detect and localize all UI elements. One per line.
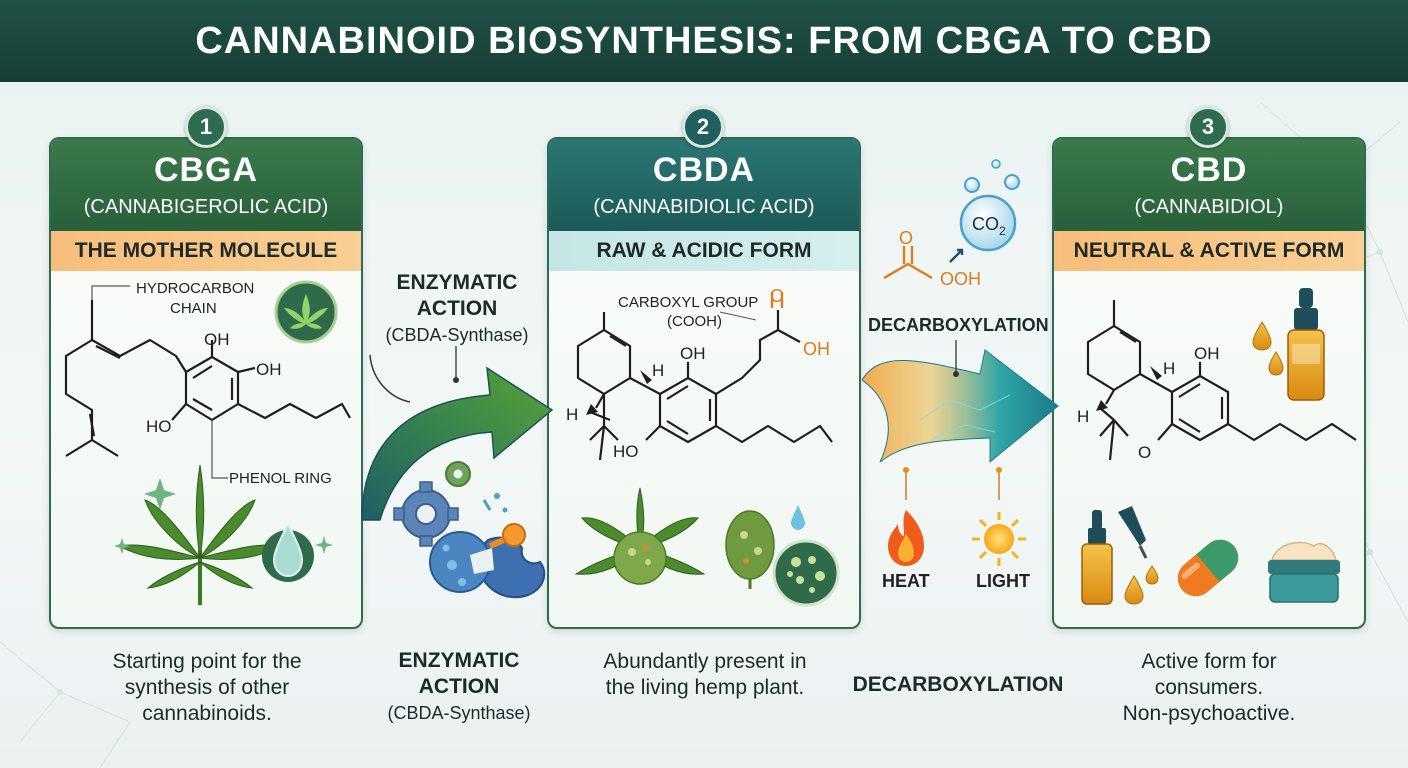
cbga-caption-line2: synthesis of other <box>124 676 290 699</box>
cbda-caption-line2: the living hemp plant. <box>605 676 805 699</box>
acid-fragment-ooh: OOH <box>940 269 981 289</box>
step-1-badge: 1 <box>185 106 227 148</box>
acid-fragment-o: O <box>899 228 913 248</box>
flame-icon <box>888 510 924 566</box>
enzymatic-connector-line <box>369 354 411 403</box>
cbga-group-oh-right: OH <box>256 360 282 379</box>
enzymatic-action-label-top: ENZYMATIC ACTION (CBDA-Synthase) <box>380 270 534 348</box>
cbda-group-ho: HO <box>613 442 639 461</box>
trichome-closeup-icon <box>772 539 840 607</box>
cbga-caption: Starting point for the synthesis of othe… <box>62 649 352 727</box>
cbga-annotation-chain: CHAIN <box>170 300 217 317</box>
cbd-group-oh: OH <box>1194 344 1220 363</box>
decarboxylation-label-top: DECARBOXYLATION <box>868 315 1049 335</box>
gear-icon <box>393 461 471 547</box>
cbga-group-ho: HO <box>146 417 172 436</box>
cbd-full-name: (CANNABIDIOL) <box>1134 196 1284 218</box>
decarboxylation-arrow <box>861 349 1059 464</box>
dropper-bottle-icon <box>1081 510 1113 605</box>
sparkle-icon <box>114 478 333 554</box>
cbga-annotation-phenol-ring: PHENOL RING <box>229 470 332 487</box>
cbda-caption: Abundantly present in the living hemp pl… <box>560 649 850 701</box>
cannabis-leaf-icon <box>274 280 338 344</box>
title-bar: CANNABINOID BIOSYNTHESIS: FROM CBGA TO C… <box>0 0 1408 82</box>
enzymatic-action-label-bottom: ENZYMATIC ACTION (CBDA-Synthase) <box>374 648 544 726</box>
cbda-carboxyl-pointer <box>719 311 757 321</box>
step-2-badge: 2 <box>682 106 724 148</box>
cbda-card-header: CBDA (CANNABIDIOLIC ACID) <box>549 139 859 231</box>
page-title: CANNABINOID BIOSYNTHESIS: FROM CBGA TO C… <box>195 19 1213 62</box>
enzymatic-action-sub-top: (CBDA-Synthase) <box>385 325 529 345</box>
cbda-tagline: RAW & ACIDIC FORM <box>549 231 859 271</box>
heat-label: HEAT <box>882 571 930 591</box>
cbda-wedge-bond-2 <box>586 404 598 415</box>
cbd-wedge-bond-2 <box>1096 400 1108 411</box>
cbga-group-oh-top: OH <box>204 330 230 349</box>
cbga-full-name: (CANNABIGEROLIC ACID) <box>83 196 329 218</box>
cbga-molecule-structure <box>64 300 351 457</box>
cbga-annotation-hydrocarbon: HYDROCARBON <box>136 280 254 297</box>
sun-icon <box>972 512 1026 566</box>
cbd-caption-line2: consumers. <box>1154 676 1264 699</box>
cbd-group-h-upper: H <box>1163 359 1175 378</box>
enzymatic-arrow <box>361 366 554 521</box>
resin-droplet-icon <box>262 521 314 582</box>
cbd-group-h-lower: H <box>1077 407 1089 426</box>
cbga-caption-line3: cannabinoids. <box>142 702 272 725</box>
cbda-group-carboxyl-o: O <box>770 286 784 306</box>
water-drop-icon <box>791 505 805 530</box>
oil-drop-icon <box>1124 565 1159 605</box>
cbda-full-name: (CANNABIDIOLIC ACID) <box>593 196 815 218</box>
capsule-icon <box>1177 539 1239 597</box>
cream-jar-icon <box>1268 541 1340 603</box>
cbd-card-header: CBD (CANNABIDIOL) <box>1054 139 1364 231</box>
cbda-wedge-bond <box>640 370 652 384</box>
cbda-group-h-upper: H <box>652 361 664 380</box>
bud-icon <box>574 487 706 585</box>
co2-label: CO2 <box>972 214 1006 238</box>
cbga-name: CBGA <box>153 151 259 189</box>
cbda-molecule-structure <box>576 310 833 461</box>
bud-icon <box>725 510 775 589</box>
cbda-carboxyl-bonds <box>770 292 784 308</box>
cbd-molecule-structure <box>1086 300 1357 461</box>
enzymatic-action-sub-bottom: (CBDA-Synthase) <box>387 703 531 723</box>
cbda-group-oh: OH <box>680 344 706 363</box>
cbda-group-carboxyl-oh: OH <box>803 339 830 359</box>
enzymatic-action-line2: ACTION <box>416 297 498 320</box>
co2-bubble-icon <box>959 159 1020 252</box>
cbga-caption-line1: Starting point for the <box>112 650 302 673</box>
cbd-caption: Active form for consumers. Non-psychoact… <box>1064 649 1354 727</box>
cbga-card-header: CBGA (CANNABIGEROLIC ACID) <box>51 139 361 231</box>
cbda-annotation-carboxyl: CARBOXYL GROUP <box>618 294 758 311</box>
cbd-group-o: O <box>1138 443 1151 462</box>
decarboxylation-label-bottom: DECARBOXYLATION <box>852 673 1064 696</box>
cbda-name: CBDA <box>652 151 756 189</box>
factor-connectors <box>905 470 1000 500</box>
cbda-annotation-cooh: (COOH) <box>667 313 722 330</box>
cbda-caption-line1: Abundantly present in <box>603 650 807 673</box>
cbd-caption-line3: Non-psychoactive. <box>1122 702 1296 725</box>
cbd-caption-line1: Active form for <box>1141 650 1277 673</box>
enzymatic-action-line1: ENZYMATIC <box>396 271 518 294</box>
cbda-group-h-lower: H <box>566 405 578 424</box>
cbga-annotation-lines <box>91 285 228 479</box>
cbga-tagline: THE MOTHER MOLECULE <box>51 231 361 271</box>
cbd-tagline: NEUTRAL & ACTIVE FORM <box>1054 231 1364 271</box>
acid-fragment-icon <box>883 246 964 280</box>
dropper-bottle-icon <box>1287 288 1325 401</box>
oil-drop-icon <box>1252 321 1284 376</box>
step-3-badge: 3 <box>1187 106 1229 148</box>
cbd-wedge-bond <box>1150 366 1162 380</box>
light-label: LIGHT <box>976 571 1030 591</box>
enzyme-icon <box>429 493 546 599</box>
cbd-name: CBD <box>1170 151 1248 189</box>
enzymatic-action-bottom-line2: ACTION <box>418 675 500 698</box>
enzymatic-action-bottom-line1: ENZYMATIC <box>398 649 520 672</box>
dropper-icon <box>1118 506 1148 559</box>
decarboxylation-sparkle-lines <box>919 394 1011 441</box>
